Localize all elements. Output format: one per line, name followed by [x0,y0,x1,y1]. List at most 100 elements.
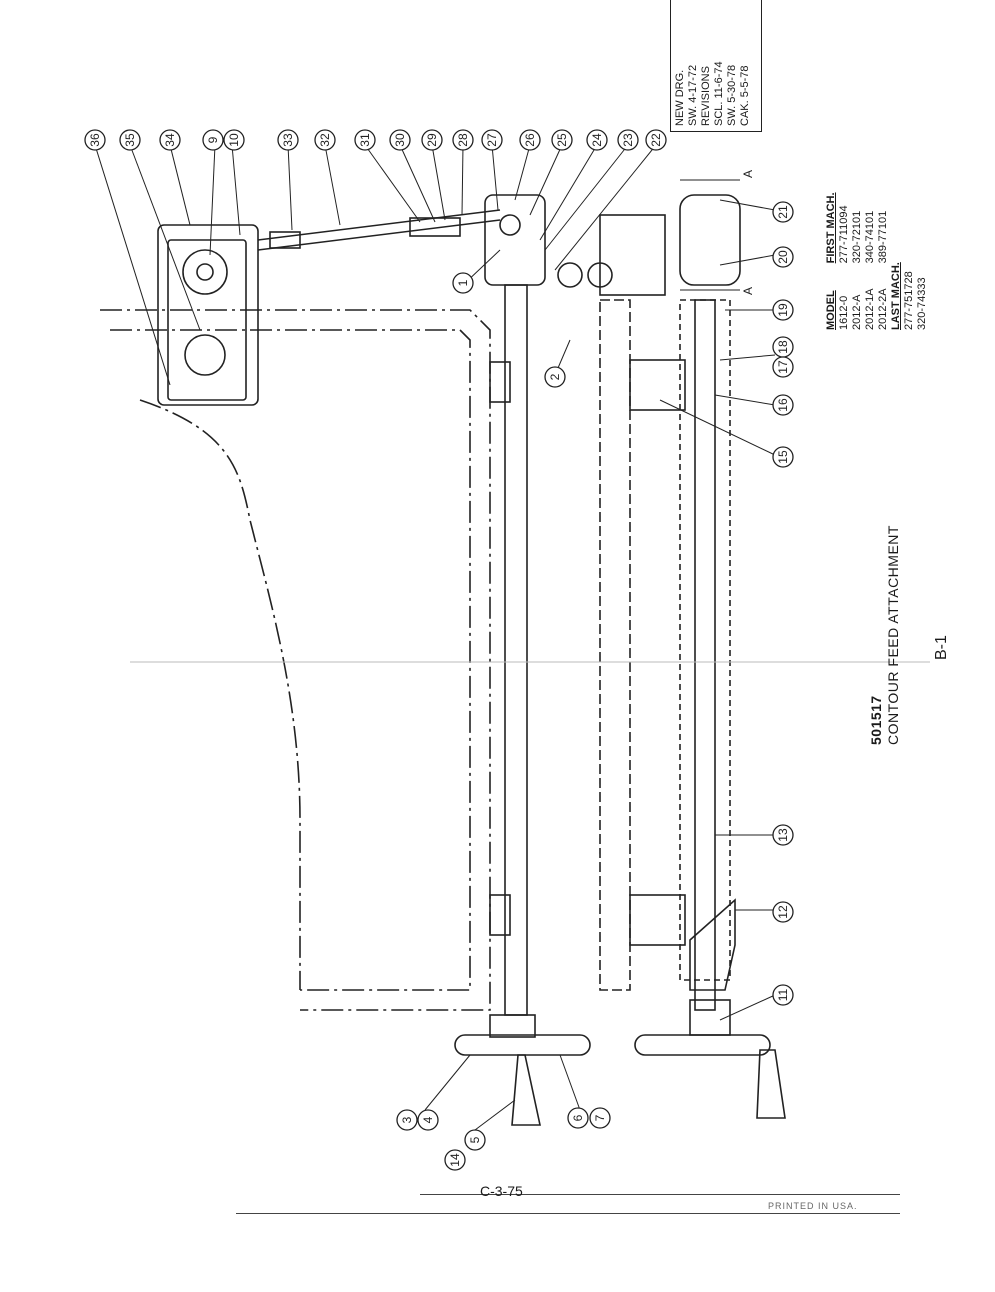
sprocket [182,249,228,295]
svg-text:20: 20 [776,250,790,264]
svg-text:28: 28 [456,133,470,147]
callout-12: 12 [772,901,794,923]
title-block: 501517 CONTOUR FEED ATTACHMENT [868,525,902,745]
svg-text:19: 19 [776,303,790,317]
callout-26: 26 [519,129,541,151]
rev-row: SCL. 11-6-74 [713,61,725,126]
svg-text:25: 25 [555,133,569,147]
footer-rule-top [420,1194,900,1195]
callout-16: 16 [772,394,794,416]
svg-text:17: 17 [776,360,790,374]
callout-29: 29 [421,129,443,151]
linkage-rod [257,209,501,241]
footer-code: C-3-75 [480,1183,523,1199]
callout-14: 14 [444,1149,466,1171]
svg-text:23: 23 [621,133,635,147]
rev-row: REVISIONS [700,66,712,126]
callout-33: 33 [277,129,299,151]
callout-11: 11 [772,984,794,1006]
callout-35: 35 [119,129,141,151]
svg-text:14: 14 [448,1153,462,1167]
handwheel-upper [454,1034,591,1056]
last-mach-column: LAST MACH. 277-751728 320-74333 [890,262,928,330]
table-outline [100,309,491,1011]
sheet-number: B-1 [933,635,950,660]
callout-25: 25 [551,129,573,151]
gear-box [157,224,259,406]
bracket-lower [629,894,686,946]
callout-9: 9 [202,129,224,151]
svg-text:36: 36 [88,133,102,147]
callout-19: 19 [772,299,794,321]
callout-17: 17 [772,356,794,378]
svg-text:2: 2 [548,373,562,380]
model-table: MODEL 1612-0 2012-A 2012-1A 2012-2A FIRS… [825,160,929,330]
callout-4: 4 [417,1109,439,1131]
upper-shaft [504,284,528,1016]
svg-text:1: 1 [456,279,470,286]
callout-7: 7 [589,1107,611,1129]
svg-text:15: 15 [776,450,790,464]
svg-text:4: 4 [421,1116,435,1123]
handwheel-lower [634,1034,771,1056]
svg-text:6: 6 [571,1114,585,1121]
worm-housing [484,194,546,286]
svg-text:18: 18 [776,340,790,354]
table-inner-outline [110,329,471,991]
svg-text:12: 12 [776,905,790,919]
svg-text:3: 3 [400,1116,414,1123]
rev-row: SW. 5-30-78 [726,64,738,126]
callout-31: 31 [354,129,376,151]
svg-text:24: 24 [590,133,604,147]
svg-text:9: 9 [206,136,220,143]
gear-housing [599,214,666,296]
callout-23: 23 [617,129,639,151]
svg-text:31: 31 [358,133,372,147]
svg-text:35: 35 [123,133,137,147]
svg-text:22: 22 [649,133,663,147]
callout-32: 32 [314,129,336,151]
rev-row: NEW DRG. [674,69,686,126]
svg-text:27: 27 [485,133,499,147]
svg-text:30: 30 [393,133,407,147]
callout-24: 24 [586,129,608,151]
callout-21: 21 [772,201,794,223]
lower-shaft [679,299,731,981]
callout-28: 28 [452,129,474,151]
support-rail [599,299,631,991]
callout-27: 27 [481,129,503,151]
footer-rule-bottom [236,1213,900,1214]
svg-text:7: 7 [593,1114,607,1121]
callout-36: 36 [84,129,106,151]
callout-10: 10 [223,129,245,151]
drawing-number: 501517 [868,695,884,745]
callout-13: 13 [772,824,794,846]
handle-lower [756,1049,786,1119]
printed-note: PRINTED IN USA. [768,1201,858,1211]
section-mark-top: A [741,170,755,178]
svg-text:5: 5 [468,1136,482,1143]
callout-15: 15 [772,446,794,468]
callout-5: 5 [464,1129,486,1151]
callout-30: 30 [389,129,411,151]
svg-text:26: 26 [523,133,537,147]
callout-34: 34 [159,129,181,151]
svg-text:33: 33 [281,133,295,147]
callout-22: 22 [645,129,667,151]
callout-18: 18 [772,336,794,358]
callout-3: 3 [396,1109,418,1131]
svg-text:29: 29 [425,133,439,147]
first-mach-column: FIRST MACH. 277-711094 320-72101 340-741… [825,192,889,264]
svg-text:10: 10 [227,133,241,147]
callout-20: 20 [772,246,794,268]
svg-text:32: 32 [318,133,332,147]
callout-6: 6 [567,1107,589,1129]
rev-row: CAK. 5-5-78 [739,65,751,126]
svg-text:11: 11 [776,988,790,1001]
bracket-upper [629,359,686,411]
revision-table: NEW DRG. SW. 4-17-72 REVISIONS SCL. 11-6… [670,0,762,132]
drawing-title: CONTOUR FEED ATTACHMENT [885,525,901,745]
svg-text:34: 34 [163,133,177,147]
